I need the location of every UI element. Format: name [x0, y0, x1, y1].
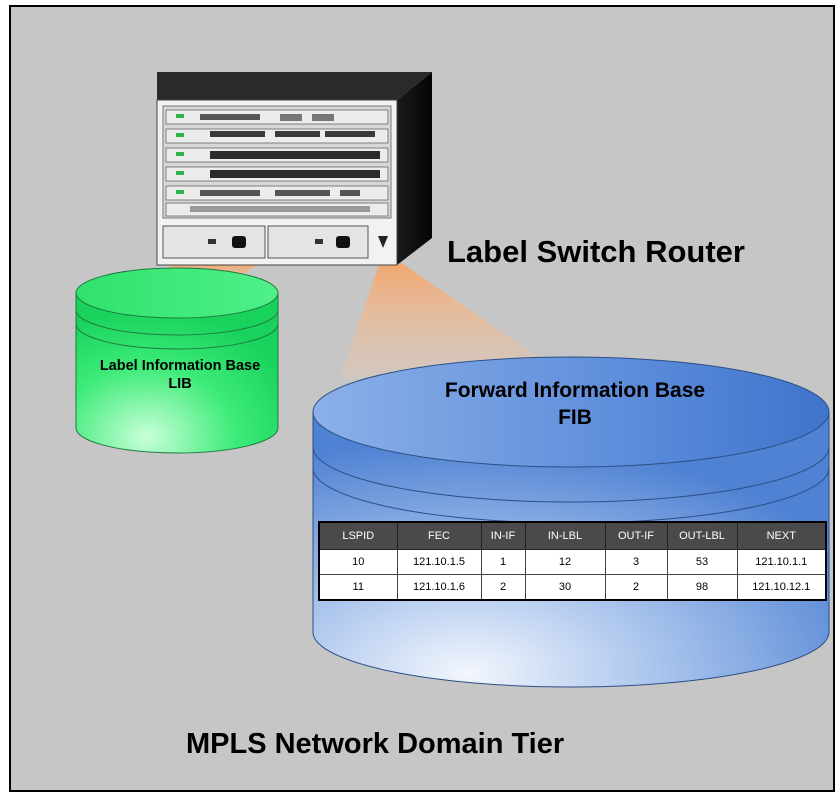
cell-lspid: 10: [318, 549, 398, 575]
cell-in-if: 2: [480, 574, 526, 601]
lib-acronym: LIB: [168, 376, 192, 392]
lib-title: Label Information Base: [99, 358, 261, 374]
cell-out-if: 2: [604, 574, 668, 601]
table-row: 10 121.10.1.5 1 12 3 53 121.10.1.1: [318, 549, 827, 575]
lib-cylinder: [75, 267, 279, 454]
cell-out-lbl: 98: [666, 574, 738, 601]
lib-label: Label Information Base LIB: [76, 357, 284, 393]
col-header-lspid: LSPID: [318, 521, 398, 550]
cell-fec: 121.10.1.5: [396, 549, 482, 575]
cell-lspid: 11: [318, 574, 398, 601]
cell-fec: 121.10.1.6: [396, 574, 482, 601]
col-header-fec: FEC: [396, 521, 482, 550]
fib-table: LSPID FEC IN-IF IN-LBL OUT-IF OUT-LBL NE…: [318, 521, 827, 601]
cell-in-if: 1: [480, 549, 526, 575]
tier-label: MPLS Network Domain Tier: [186, 728, 565, 760]
fib-label: Forward Information Base FIB: [390, 377, 760, 431]
cell-in-lbl: 30: [524, 574, 606, 601]
cell-next: 121.10.1.1: [736, 549, 827, 575]
fib-acronym: FIB: [558, 406, 592, 429]
col-header-next: NEXT: [736, 521, 827, 550]
fib-title: Forward Information Base: [444, 379, 706, 402]
cell-out-if: 3: [604, 549, 668, 575]
col-header-in-if: IN-IF: [480, 521, 526, 550]
cell-out-lbl: 53: [666, 549, 738, 575]
beam-to-fib: [340, 262, 560, 378]
col-header-out-if: OUT-IF: [604, 521, 668, 550]
table-row: 11 121.10.1.6 2 30 2 98 121.10.12.1: [318, 574, 827, 601]
fib-table-header: LSPID FEC IN-IF IN-LBL OUT-IF OUT-LBL NE…: [318, 521, 827, 550]
col-header-in-lbl: IN-LBL: [524, 521, 606, 550]
router-label: Label Switch Router: [447, 234, 745, 269]
router-chassis: [156, 72, 432, 266]
cell-in-lbl: 12: [524, 549, 606, 575]
cell-next: 121.10.12.1: [736, 574, 827, 601]
col-header-out-lbl: OUT-LBL: [666, 521, 738, 550]
